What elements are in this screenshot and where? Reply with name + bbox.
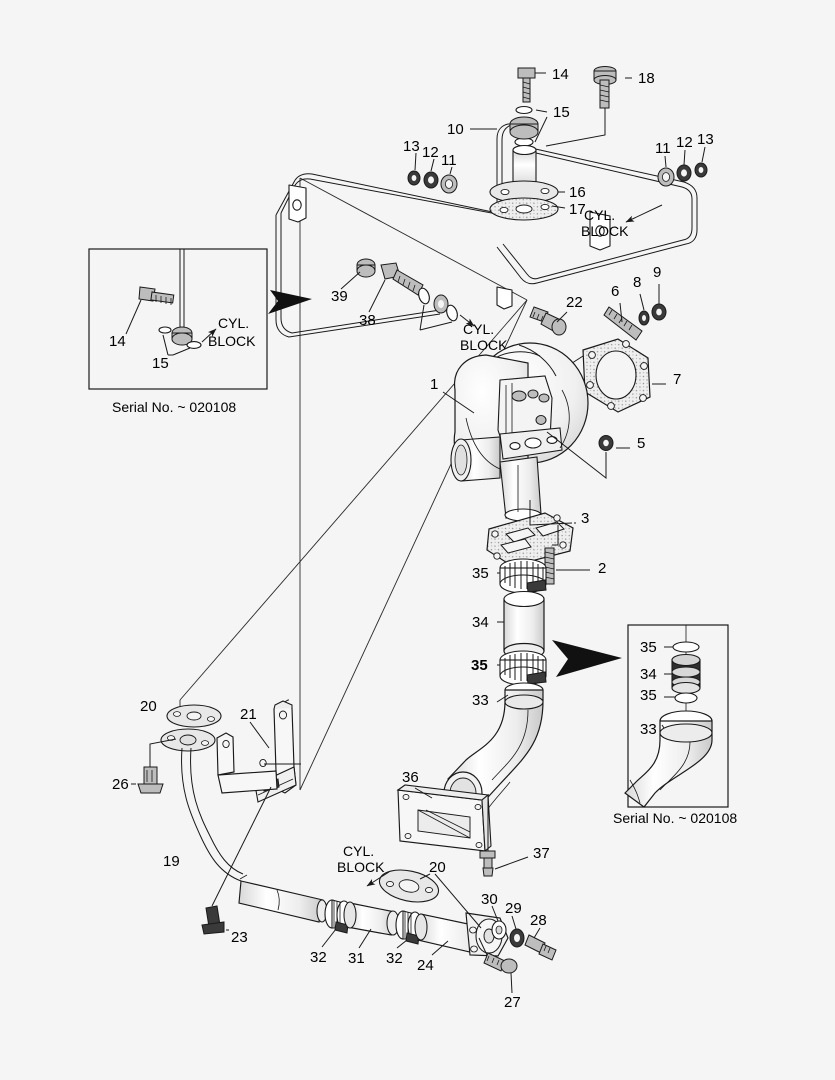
cyl-block-mid-line2: BLOCK (460, 337, 508, 353)
bracket-36 (396, 784, 492, 853)
inset-left-caption: Serial No. ~ 020108 (112, 399, 236, 415)
lower-exhaust-pipes (238, 880, 509, 957)
washer-30 (491, 920, 507, 940)
callout-32-left: 32 (310, 949, 327, 966)
leader-lines-top (414, 72, 706, 209)
pipe-33-inset (624, 710, 713, 808)
fasteners-38-39: CYL. BLOCK (340, 258, 508, 353)
callout-21: 21 (240, 706, 257, 723)
bolt-38 (380, 262, 424, 296)
bolt-14 (517, 67, 536, 103)
callout-8: 8 (633, 274, 641, 291)
inset-right-box: Serial No. ~ 020108 (613, 624, 737, 826)
callout-14: 14 (552, 66, 569, 83)
callout-labels: 1 2 3 5 6 7 8 9 10 11 12 13 11 12 13 14 … (109, 66, 714, 1011)
callout-31: 31 (348, 950, 365, 967)
bolt-26 (137, 766, 164, 794)
callout-13-right: 13 (697, 131, 714, 148)
clamp-32-right (395, 910, 423, 945)
cyl-block-mid-line1: CYL. (463, 321, 494, 337)
stud-28 (524, 934, 557, 961)
callout-11-left: 11 (441, 152, 457, 169)
callout-23: 23 (231, 929, 248, 946)
callout-10: 10 (447, 121, 464, 138)
callout-37: 37 (533, 845, 550, 862)
washer-15-b (446, 304, 458, 322)
callout-32-right: 32 (386, 950, 403, 967)
callout-27: 27 (504, 994, 521, 1011)
cyl-block-line2: BLOCK (581, 223, 629, 239)
callout-35-upper: 35 (472, 565, 489, 582)
inset-left-box: CYL. BLOCK Serial No. ~ 020108 (88, 248, 268, 415)
callout-20-bottom: 20 (429, 859, 446, 876)
inset-right-pointer-arrow (552, 640, 622, 677)
callout-18: 18 (638, 70, 655, 87)
callout-12-left: 12 (422, 144, 439, 161)
cyl-block-note-bottom: CYL. BLOCK (337, 843, 390, 887)
callout-22: 22 (566, 294, 583, 311)
callout-9: 9 (653, 264, 661, 281)
callout-30: 30 (481, 891, 498, 908)
inset-right-caption: Serial No. ~ 020108 (613, 810, 737, 826)
callout-6: 6 (611, 283, 619, 300)
callout-38: 38 (359, 312, 376, 329)
inset-left-pointer-arrow (268, 290, 312, 314)
bolt-37 (479, 850, 496, 877)
bolt-27 (483, 952, 518, 974)
bolt-23 (201, 905, 225, 935)
clamp-35-upper (499, 558, 547, 594)
callout-35-lower: 35 (471, 657, 488, 674)
callout-inset-15: 15 (152, 355, 169, 372)
callout-33: 33 (472, 692, 489, 709)
callout-28: 28 (530, 912, 547, 929)
callout-16: 16 (569, 184, 586, 201)
callout-inset-35-upper: 35 (640, 639, 657, 656)
stud-6-8-9 (603, 303, 667, 341)
callout-39: 39 (331, 288, 348, 305)
cyl-block-bottom-line1: CYL. (343, 843, 374, 859)
washer-29 (509, 928, 525, 948)
washer-15-upper (515, 105, 533, 115)
callout-24: 24 (417, 957, 434, 974)
hose-34-inset (671, 653, 701, 695)
cyl-block-inset-line2: BLOCK (208, 333, 256, 349)
callout-36: 36 (402, 769, 419, 786)
callout-inset-14: 14 (109, 333, 126, 350)
gasket-7 (582, 338, 651, 413)
cyl-block-bottom-line2: BLOCK (337, 859, 385, 875)
clamp-35-lower (499, 650, 547, 686)
cyl-block-note-top-right: CYL. BLOCK (581, 204, 663, 239)
callout-12-right: 12 (676, 134, 693, 151)
callout-19: 19 (163, 853, 180, 870)
callout-inset-33: 33 (640, 721, 657, 738)
bracket-21 (216, 699, 297, 803)
callout-13-left: 13 (403, 138, 420, 155)
oil-tube-assembly (275, 66, 708, 338)
callout-7: 7 (673, 371, 681, 388)
callout-11-right: 11 (655, 140, 671, 157)
callout-26: 26 (112, 776, 129, 793)
nut-5 (598, 435, 614, 451)
oring-35-lower-inset (674, 692, 698, 704)
cyl-block-line1: CYL. (584, 207, 615, 223)
flange-20-bottom (378, 869, 440, 903)
washer-15-a (418, 287, 430, 305)
callout-5: 5 (637, 435, 645, 452)
callout-inset-34: 34 (640, 666, 657, 683)
cyl-block-inset-line1: CYL. (218, 315, 249, 331)
callout-3: 3 (581, 510, 589, 527)
oil-drain-tube-19 (131, 704, 248, 882)
callout-29: 29 (505, 900, 522, 917)
callout-inset-35-lower: 35 (640, 687, 657, 704)
callout-15: 15 (553, 104, 570, 121)
callout-34: 34 (472, 614, 489, 631)
hose-34 (503, 590, 545, 660)
callout-20-upper: 20 (140, 698, 157, 715)
callout-17: 17 (569, 201, 586, 218)
bolt-22 (529, 306, 567, 336)
oring-35-upper-inset (672, 641, 700, 653)
callout-2: 2 (598, 560, 606, 577)
callout-1: 1 (430, 376, 438, 393)
